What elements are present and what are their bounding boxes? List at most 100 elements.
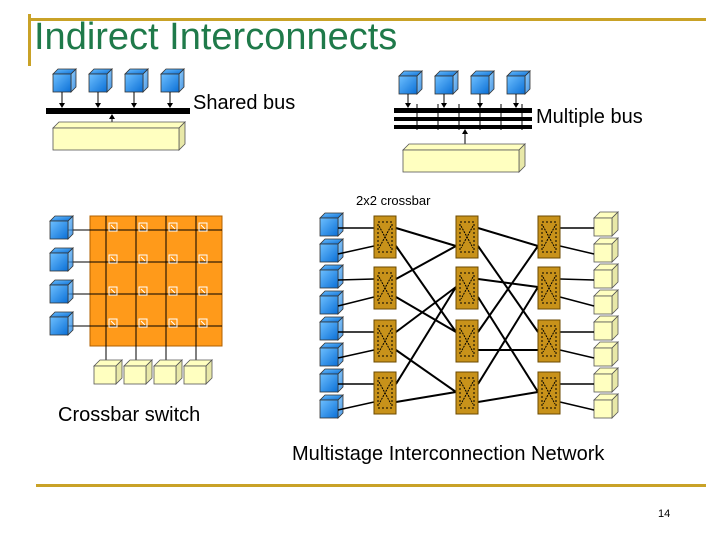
- crossbar-processor: [49, 247, 74, 272]
- crosspoint-switch: [138, 318, 148, 328]
- input-link: [337, 278, 375, 281]
- switch-2x2: [455, 371, 479, 415]
- switch-2x2: [537, 215, 561, 259]
- shared-bus-diagram: [46, 68, 190, 151]
- multistage-network-diagram: [319, 211, 619, 419]
- shared-bus-line: [46, 108, 190, 114]
- shared-bus-processor: [88, 68, 113, 93]
- footer-rule: [36, 484, 706, 487]
- crossbar-memory: [153, 359, 183, 385]
- bus-line-3: [394, 125, 532, 129]
- shared-bus-arrow: [167, 92, 173, 108]
- network-input-processor: [319, 264, 344, 289]
- switch-2x2: [373, 266, 397, 310]
- crossbar-memory: [123, 359, 153, 385]
- network-link: [395, 391, 457, 403]
- crossbar-memory: [93, 359, 123, 385]
- switch-2x2: [373, 371, 397, 415]
- shared-bus-arrow: [131, 92, 137, 108]
- output-link: [559, 296, 595, 307]
- multiple-bus-arrow: [513, 94, 519, 108]
- network-link: [395, 227, 457, 247]
- bus-line-2: [394, 117, 532, 121]
- multiple-bus-diagram: [394, 70, 532, 173]
- network-link: [477, 286, 539, 385]
- multiple-bus-arrow: [405, 94, 411, 108]
- multiple-bus-processor: [434, 70, 459, 95]
- network-output-memory: [593, 211, 619, 237]
- title-rule-horizontal: [28, 18, 706, 21]
- multiple-bus-processor: [398, 70, 423, 95]
- shared-bus-processor: [124, 68, 149, 93]
- output-link: [559, 278, 595, 281]
- network-link: [477, 296, 539, 393]
- shared-bus-label: Shared bus: [193, 92, 296, 114]
- network-output-memory: [593, 367, 619, 393]
- crosspoint-switch: [138, 254, 148, 264]
- network-link: [395, 286, 457, 385]
- network-input-processor: [319, 394, 344, 419]
- crossbar-processor: [49, 311, 74, 336]
- bus-line-1: [394, 108, 532, 113]
- switch-2x2: [373, 319, 397, 363]
- network-link: [395, 296, 457, 333]
- network-link: [477, 245, 539, 333]
- shared-bus-memory: [52, 121, 186, 151]
- shared-bus-arrow: [95, 92, 101, 108]
- input-link: [337, 245, 375, 255]
- multiple-bus-processor: [506, 70, 531, 95]
- multiple-bus-label: Multiple bus: [536, 106, 643, 128]
- crossbar-fabric: [89, 215, 223, 347]
- network-output-memory: [593, 393, 619, 419]
- multiple-bus-processor: [470, 70, 495, 95]
- switch-2x2: [373, 215, 397, 259]
- network-link: [395, 349, 457, 393]
- network-input-processor: [319, 342, 344, 367]
- network-input-processor: [319, 316, 344, 341]
- network-link: [395, 286, 457, 333]
- crossbar-memory: [183, 359, 213, 385]
- crosspoint-switch: [138, 286, 148, 296]
- network-input-processor: [319, 238, 344, 263]
- crossbar-switch-label: Crossbar switch: [58, 404, 201, 426]
- crosspoint-switch: [168, 254, 178, 264]
- network-link: [477, 278, 539, 288]
- crossbar-switch-diagram: [49, 215, 223, 385]
- input-link: [337, 349, 375, 359]
- multiple-bus-arrow: [441, 94, 447, 108]
- output-link: [559, 349, 595, 359]
- switch-2x2: [537, 266, 561, 310]
- network-link: [477, 391, 539, 403]
- crosspoint-switch: [198, 222, 208, 232]
- switch-2x2: [455, 319, 479, 363]
- network-link: [477, 227, 539, 247]
- crosspoint-switch: [198, 254, 208, 264]
- crosspoint-switch: [108, 286, 118, 296]
- shared-bus-arrow: [59, 92, 65, 108]
- switch-2x2: [455, 266, 479, 310]
- network-output-memory: [593, 341, 619, 367]
- crosspoint-switch: [138, 222, 148, 232]
- network-output-memory: [593, 237, 619, 263]
- output-link: [559, 401, 595, 411]
- crosspoint-switch: [198, 286, 208, 296]
- network-input-processor: [319, 212, 344, 237]
- network-output-memory: [593, 263, 619, 289]
- crosspoint-switch: [168, 286, 178, 296]
- input-link: [337, 401, 375, 411]
- network-output-memory: [593, 289, 619, 315]
- crosspoint-switch: [108, 318, 118, 328]
- network-output-memory: [593, 315, 619, 341]
- slide-title: Indirect Interconnects: [34, 16, 398, 58]
- multiple-bus-memory: [402, 143, 526, 173]
- shared-bus-processor: [160, 68, 185, 93]
- switch-2x2: [455, 215, 479, 259]
- input-link: [337, 296, 375, 307]
- output-link: [559, 245, 595, 255]
- switch-2x2: [537, 371, 561, 415]
- crosspoint-switch: [108, 254, 118, 264]
- network-link: [395, 245, 457, 280]
- crosspoint-switch: [168, 318, 178, 328]
- network-link: [395, 245, 457, 333]
